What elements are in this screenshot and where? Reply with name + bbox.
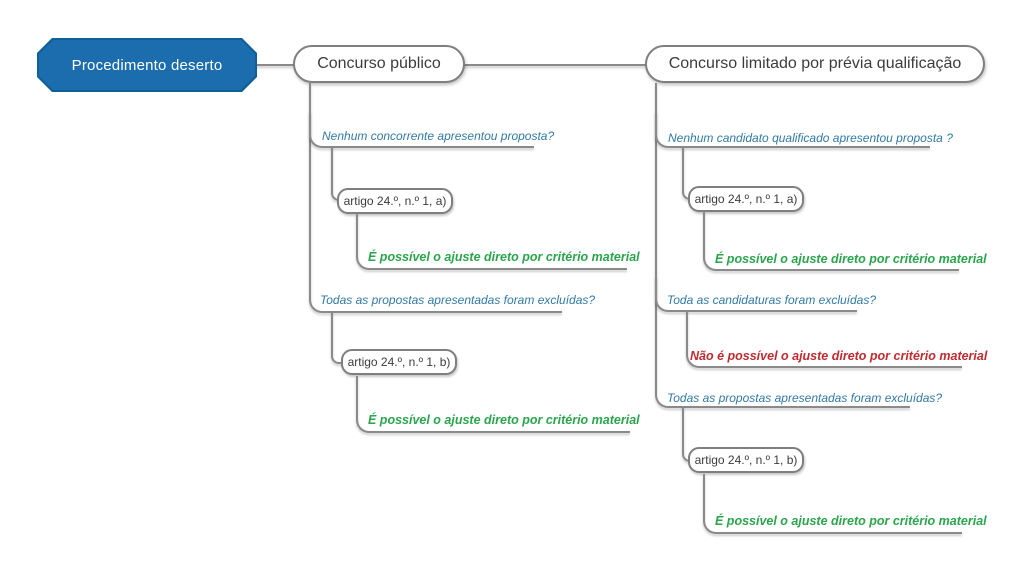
topic-article[interactable]: artigo 24.º, n.º 1, b) (341, 349, 457, 375)
topic-article-label: artigo 24.º, n.º 1, a) (343, 194, 447, 208)
topic-outcome[interactable]: É possível o ajuste direto por critério … (368, 250, 640, 264)
topic-outcome[interactable]: É possível o ajuste direto por critério … (715, 514, 987, 528)
topic-article[interactable]: artigo 24.º, n.º 1, a) (337, 188, 453, 214)
topic-concurso-limitado-label: Concurso limitado por prévia qualificaçã… (668, 55, 962, 72)
topic-outcome[interactable]: É possível o ajuste direto por critério … (715, 252, 987, 266)
connector-branch1-to-branch2 (463, 64, 647, 66)
topic-question[interactable]: Todas as propostas apresentadas foram ex… (667, 391, 943, 405)
topic-article[interactable]: artigo 24.º, n.º 1, b) (688, 447, 804, 473)
branch2-outcome-neg-connector (686, 310, 962, 368)
branch1-q1-connector (309, 112, 534, 148)
topic-article[interactable]: artigo 24.º, n.º 1, a) (688, 186, 804, 212)
branch2-outcome-b-connector (703, 474, 962, 534)
root-topic-label: Procedimento deserto (71, 56, 223, 74)
branch2-q1-connector (655, 112, 930, 148)
topic-concurso-publico[interactable]: Concurso público (293, 45, 465, 83)
topic-outcome[interactable]: É possível o ajuste direto por critério … (368, 413, 640, 427)
branch1-spine (309, 83, 562, 313)
topic-concurso-limitado[interactable]: Concurso limitado por prévia qualificaçã… (645, 45, 985, 83)
topic-question[interactable]: Nenhum concorrente apresentou proposta? (322, 129, 555, 143)
branch2-spine (655, 83, 910, 408)
topic-article-label: artigo 24.º, n.º 1, b) (347, 355, 451, 369)
branch2-q2-connector (655, 276, 857, 312)
connector-root-to-branch1 (255, 64, 295, 66)
topic-question[interactable]: Nenhum candidato qualificado apresentou … (668, 131, 953, 145)
topic-question[interactable]: Todas as propostas apresentadas foram ex… (320, 293, 596, 307)
branch1-article-b-connector (331, 311, 343, 364)
root-topic-fill: Procedimento deserto (39, 40, 255, 90)
root-topic[interactable]: Procedimento deserto (37, 38, 257, 92)
topic-outcome[interactable]: Não é possível o ajuste direto por crité… (690, 349, 988, 363)
branch1-outcome-a-connector (356, 213, 627, 270)
topic-article-label: artigo 24.º, n.º 1, a) (694, 192, 798, 206)
branch1-outcome-b-connector (356, 376, 630, 433)
topic-question[interactable]: Toda as candidaturas foram excluídas? (667, 293, 877, 307)
topic-concurso-publico-label: Concurso público (317, 55, 441, 72)
topic-article-label: artigo 24.º, n.º 1, b) (694, 453, 798, 467)
branch2-outcome-a-connector (703, 211, 959, 271)
